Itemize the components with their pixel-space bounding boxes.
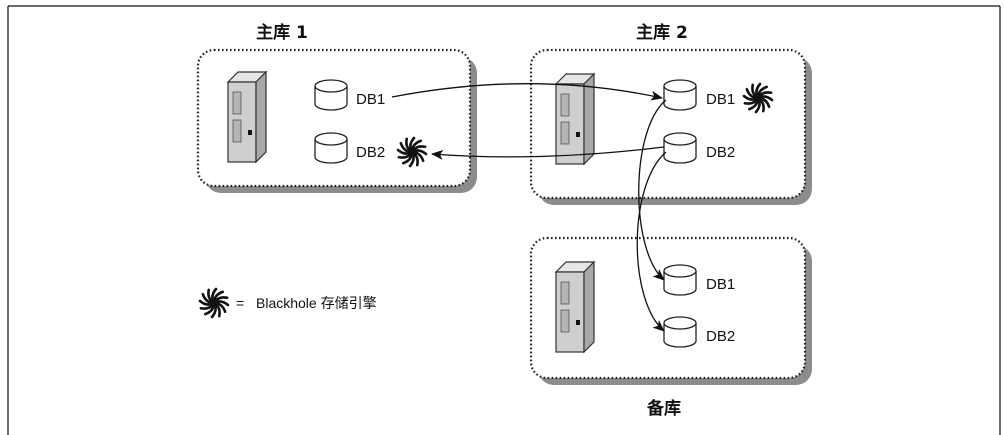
master1-db1-cylinder-icon bbox=[314, 79, 348, 111]
master2-db2-cylinder-icon bbox=[663, 132, 697, 164]
master1-group: 主库 1 DB1 DB2 bbox=[196, 22, 477, 193]
master2-box bbox=[529, 48, 807, 200]
replica-db1-cylinder-icon bbox=[663, 264, 697, 296]
master2-title: 主库 2 bbox=[636, 22, 688, 43]
arrow-master2-db1-to-replica-db1 bbox=[638, 99, 667, 281]
legend-text: Blackhole 存储引擎 bbox=[256, 295, 377, 311]
legend: = Blackhole 存储引擎 bbox=[198, 287, 377, 319]
master1-db2-label: DB2 bbox=[356, 144, 385, 161]
replica-db2-cylinder-icon bbox=[663, 316, 697, 348]
replica-title: 备库 bbox=[646, 398, 681, 419]
master2-group: 主库 2 DB1 DB2 bbox=[529, 22, 812, 205]
replica-db1-label: DB1 bbox=[706, 276, 735, 293]
legend-blackhole-icon bbox=[198, 287, 230, 319]
replica-group: DB1 DB2 备库 bbox=[529, 236, 812, 419]
master2-db1-cylinder-icon bbox=[663, 79, 697, 111]
replica-db2-label: DB2 bbox=[706, 328, 735, 345]
arrow-master2-db2-to-replica-db2 bbox=[636, 151, 667, 332]
master1-title: 主库 1 bbox=[256, 22, 308, 43]
master2-db2-label: DB2 bbox=[706, 144, 735, 161]
master1-db1-label: DB1 bbox=[356, 91, 385, 108]
legend-equals: = bbox=[236, 295, 244, 311]
replica-box bbox=[529, 236, 807, 380]
master1-db2-cylinder-icon bbox=[314, 132, 348, 164]
master2-server-icon bbox=[555, 73, 595, 165]
replica-server-icon bbox=[555, 261, 595, 353]
arrow-master1-db1-to-master2-db1 bbox=[391, 83, 663, 101]
arrow-master2-db2-to-master1-db2 bbox=[431, 146, 665, 160]
master2-db1-label: DB1 bbox=[706, 91, 735, 108]
master1-server-icon bbox=[227, 71, 267, 163]
